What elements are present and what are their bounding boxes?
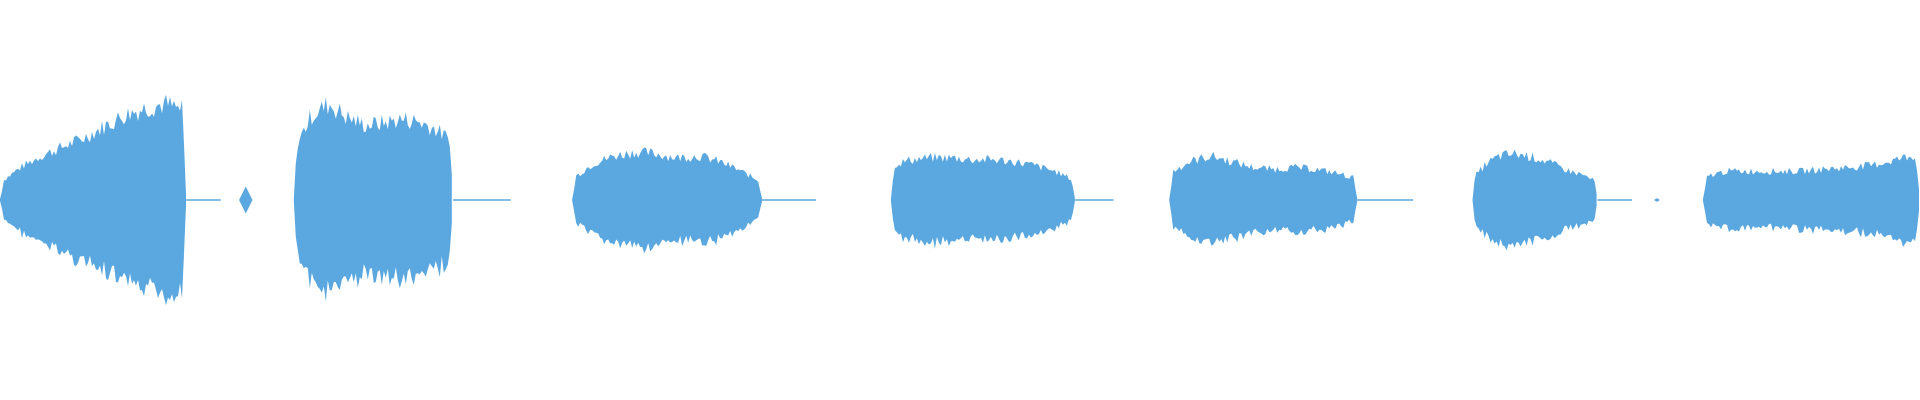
waveform-segment-7 [1703,154,1919,247]
waveform-segment-4 [890,152,1075,249]
waveform-segment-5 [1169,151,1358,246]
waveform-blip [1653,198,1660,202]
waveform-blip [239,186,253,214]
waveform-segments [0,94,1919,306]
waveform-segment-6 [1472,149,1597,251]
waveform-segment-2 [293,97,452,302]
waveform-segment-1 [0,94,186,306]
waveform-segment-3 [572,147,763,254]
